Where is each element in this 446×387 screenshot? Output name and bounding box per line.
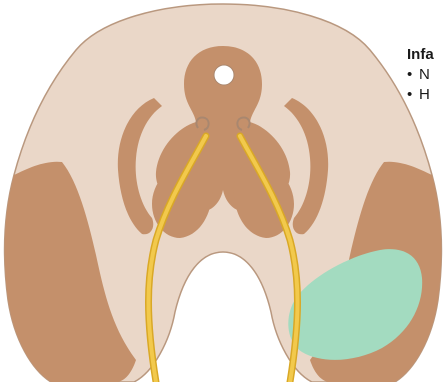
caption-item-1: •N	[407, 65, 434, 85]
bullet-icon: •	[407, 85, 419, 105]
caption-item-2: •H	[407, 85, 434, 105]
caption-item-2-text: H	[419, 86, 430, 103]
bullet-icon: •	[407, 65, 419, 85]
diagram-caption: Infa •N •H	[407, 46, 434, 105]
caption-title: Infa	[407, 46, 434, 64]
caption-item-1-text: N	[419, 66, 430, 83]
central-canal	[214, 65, 234, 85]
